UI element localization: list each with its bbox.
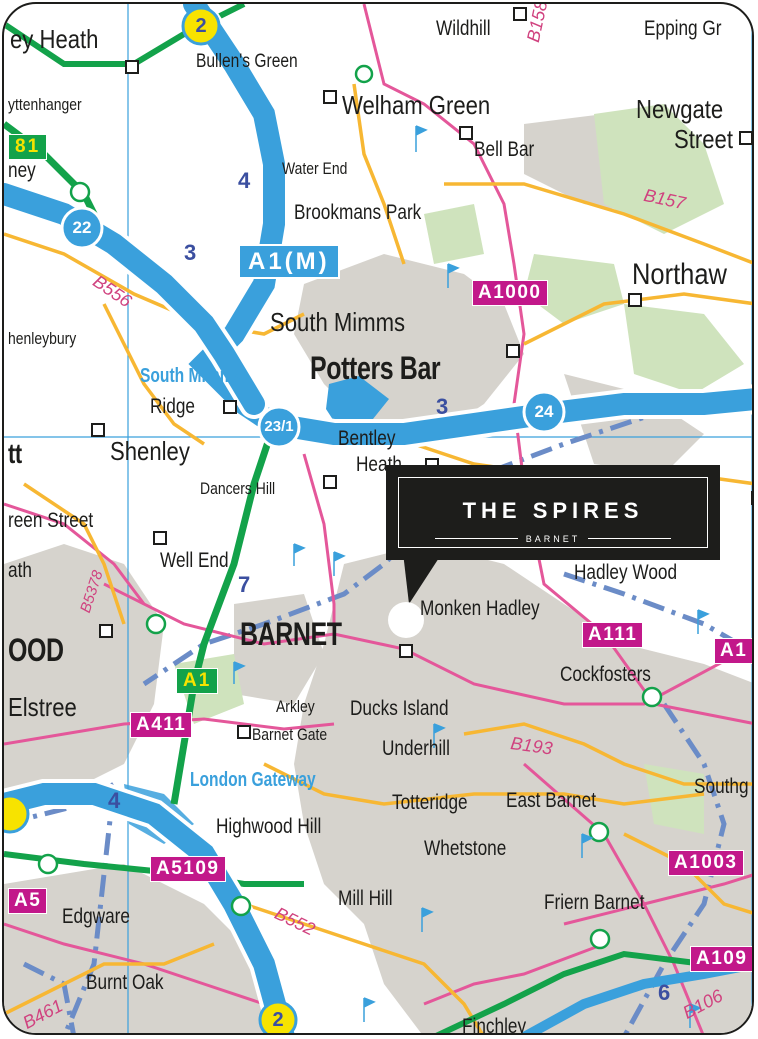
road-a1003-shield: A1003	[668, 850, 744, 876]
place-bentley-heath-1: Bentley	[338, 427, 396, 450]
lake	[326, 376, 389, 429]
place-borehamwood: OOD	[8, 632, 64, 668]
b-roads	[4, 83, 752, 1033]
flag-icons	[233, 125, 710, 1028]
place-south-mimms-services: South Mimms	[140, 365, 243, 387]
place-ducks-island: Ducks Island	[350, 697, 449, 720]
road-a5-shield: A5	[8, 888, 48, 914]
place-london-gateway: London Gateway	[190, 769, 316, 791]
lane-count-7: 7	[238, 572, 251, 597]
lane-count-4b: 4	[108, 788, 121, 813]
junction-22: 22	[72, 218, 92, 237]
road-a1000-shield: A1000	[472, 280, 548, 306]
place-shenleybury: henleybury	[8, 329, 77, 348]
place-friern-barnet: Friern Barnet	[544, 891, 645, 914]
place-colney-heath: ey Heath	[10, 24, 99, 54]
road-a1-shield: A1	[176, 668, 219, 694]
junction-circles	[4, 6, 566, 1033]
road-a1m-shield: A1(M)	[238, 244, 340, 280]
road-a109-shield: A109	[690, 946, 752, 972]
map-canvas	[4, 4, 752, 1033]
callout-subtitle: BARNET	[517, 534, 589, 544]
place-mill-hill: Mill Hill	[338, 887, 393, 910]
road-a5109-shield: A5109	[150, 856, 226, 882]
motorways	[4, 4, 752, 1033]
place-water-end: Water End	[282, 159, 348, 178]
junction-24: 24	[534, 402, 554, 421]
place-welham-green: Welham Green	[342, 90, 491, 120]
place-wildhill: Wildhill	[436, 17, 491, 40]
place-highwood-hill: Highwood Hill	[216, 815, 322, 838]
place-london-colney: ney	[8, 159, 36, 182]
road-a111-shield: A111	[582, 622, 644, 648]
place-whetstone: Whetstone	[424, 837, 507, 860]
road-a411-shield: A411	[130, 712, 193, 738]
location-marker	[388, 602, 424, 638]
place-bell-bar: Bell Bar	[474, 138, 535, 161]
place-elstree: Elstree	[8, 692, 77, 722]
place-potters-bar: Potters Bar	[310, 350, 441, 386]
place-underhill: Underhill	[382, 737, 450, 760]
place-edgware: Edgware	[62, 905, 130, 928]
road-a1-edge-shield: A1	[714, 638, 752, 664]
place-finchley: Finchley	[462, 1015, 527, 1035]
place-southgate: Southg	[694, 775, 749, 798]
place-green-street: reen Street	[8, 509, 94, 532]
place-cockfosters: Cockfosters	[560, 663, 651, 686]
place-tyttenhanger: yttenhanger	[8, 95, 82, 114]
place-newgate-street-1: Newgate	[636, 94, 724, 124]
road-a81-shield: 81	[8, 134, 48, 160]
place-arkley: Arkley	[276, 697, 315, 716]
junction-23: 23/1	[264, 418, 294, 435]
place-monken-hadley: Monken Hadley	[420, 597, 540, 620]
place-epping-green: Epping Gr	[644, 17, 722, 40]
callout-border: THE SPIRES BARNET	[398, 477, 708, 548]
place-bullens-green: Bullen's Green	[196, 51, 298, 72]
callout-title: THE SPIRES	[462, 498, 644, 523]
place-barnet: BARNET	[240, 616, 342, 652]
lane-count-4a: 4	[238, 168, 251, 193]
lane-count-6: 6	[658, 980, 671, 1005]
place-dancers-hill: Dancers Hill	[200, 479, 276, 498]
place-northaw: Northaw	[632, 258, 727, 291]
place-south-mimms: South Mimms	[270, 307, 406, 337]
the-spires-callout: THE SPIRES BARNET	[386, 465, 720, 560]
place-elstree-heath: ath	[8, 559, 32, 582]
place-east-barnet: East Barnet	[506, 789, 596, 812]
lane-count-3a: 3	[184, 240, 197, 265]
place-burnt-oak: Burnt Oak	[86, 971, 164, 994]
place-shenley: Shenley	[110, 436, 190, 466]
place-hadley-wood: Hadley Wood	[574, 561, 678, 584]
place-totteridge: Totteridge	[392, 791, 468, 814]
place-radlett: tt	[8, 438, 22, 469]
roundabouts	[37, 64, 663, 950]
place-newgate-street-2: Street	[674, 124, 733, 154]
junction-2-bottom: 2	[272, 1009, 284, 1031]
place-well-end: Well End	[160, 549, 229, 572]
lane-count-3b: 3	[436, 394, 449, 419]
place-barnet-gate: Barnet Gate	[252, 725, 328, 744]
place-brookmans-park: Brookmans Park	[294, 201, 422, 224]
callout-subtitle-wrap: BARNET	[399, 534, 707, 544]
place-ridge: Ridge	[150, 395, 195, 418]
junction-2-top: 2	[195, 15, 207, 37]
